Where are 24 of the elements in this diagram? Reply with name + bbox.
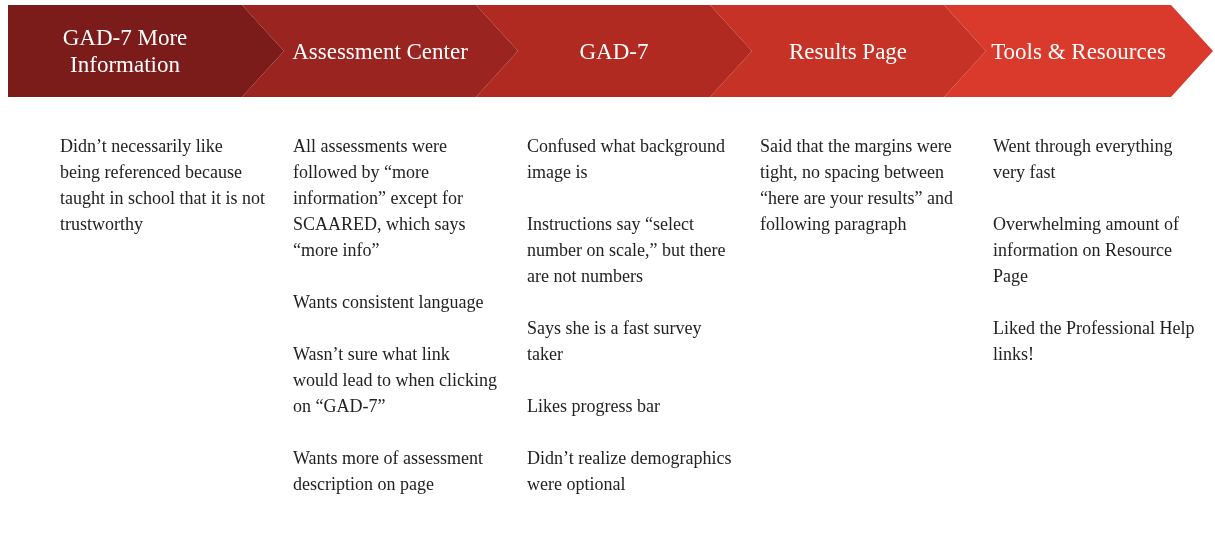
note-text: Said that the margins were tight, no spacing between “here are your results” and following paragraph xyxy=(760,135,954,236)
chevron-step xyxy=(242,5,518,97)
step-title: GAD-7 xyxy=(578,37,650,66)
step-title: Tools & Resources xyxy=(990,37,1167,66)
note-text: Didn’t necessarily like being referenced because taught in school that it is not trustworthy xyxy=(60,135,265,236)
note-text: Liked the Professional Help links! xyxy=(993,317,1196,366)
chevron-step xyxy=(710,5,986,97)
step-title: GAD-7 More Information xyxy=(61,24,189,79)
chevron-step xyxy=(8,5,284,97)
note-text: Wants consistent language xyxy=(293,291,485,314)
note-text: Didn’t realize demographics were optional xyxy=(527,447,732,496)
step-title: Assessment Center xyxy=(291,37,469,66)
note-text: Confused what background image is xyxy=(527,135,726,184)
note-text: Wants more of assessment description on page xyxy=(293,447,484,496)
step-title: Results Page xyxy=(787,37,909,66)
note-text: Says she is a fast survey taker xyxy=(527,317,703,366)
chevron-step xyxy=(476,5,752,97)
note-text: Overwhelming amount of information on Resource Page xyxy=(993,213,1180,288)
note-text: All assessments were followed by “more information” except for SCAARED, which says “more info” xyxy=(293,135,467,262)
chevron-step xyxy=(944,5,1213,97)
note-text: Likes progress bar xyxy=(527,395,661,418)
note-text: Went through everything very fast xyxy=(993,135,1174,184)
note-text: Wasn’t sure what link would lead to when clicking on “GAD-7” xyxy=(293,343,498,418)
note-text: Instructions say “select number on scale,” but there are not numbers xyxy=(527,213,727,288)
